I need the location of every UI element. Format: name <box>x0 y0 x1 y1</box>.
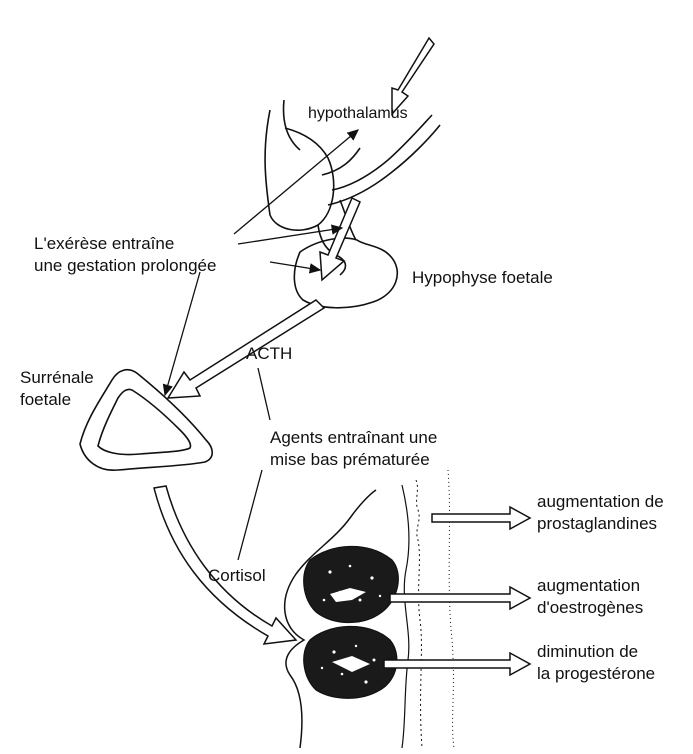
acth-label: ACTH <box>246 344 292 364</box>
exerese-label-line2: une gestation prolongée <box>34 256 216 276</box>
exerese-label-line1: L'exérèse entraîne <box>34 234 174 254</box>
progesterone-label-line1: diminution de <box>537 642 638 662</box>
input-arrow-top <box>392 38 434 114</box>
surrenale-label-line2: foetale <box>20 390 71 410</box>
surrenale-label-line1: Surrénale <box>20 368 94 388</box>
oestrogenes-arrow <box>390 587 530 609</box>
agents-connector-lines <box>238 368 270 560</box>
cortisol-arrow <box>154 486 296 644</box>
output-arrows <box>384 507 530 675</box>
oestrogenes-label-line1: augmentation <box>537 576 640 596</box>
prostaglandines-label-line2: prostaglandines <box>537 514 657 534</box>
hypothalamus-label: hypothalamus <box>308 104 408 124</box>
prostaglandines-label-line1: augmentation de <box>537 492 664 512</box>
progesterone-label-line2: la progestérone <box>537 664 655 684</box>
progesterone-arrow <box>384 653 530 675</box>
agents-label-line1: Agents entraînant une <box>270 428 437 448</box>
placenta-structure <box>285 470 454 748</box>
prostaglandines-arrow <box>432 507 530 529</box>
agents-label-line2: mise bas prématurée <box>270 450 430 470</box>
hypophyse-label: Hypophyse foetale <box>412 268 553 288</box>
oestrogenes-label-line2: d'oestrogènes <box>537 598 643 618</box>
cortisol-label: Cortisol <box>208 566 266 586</box>
